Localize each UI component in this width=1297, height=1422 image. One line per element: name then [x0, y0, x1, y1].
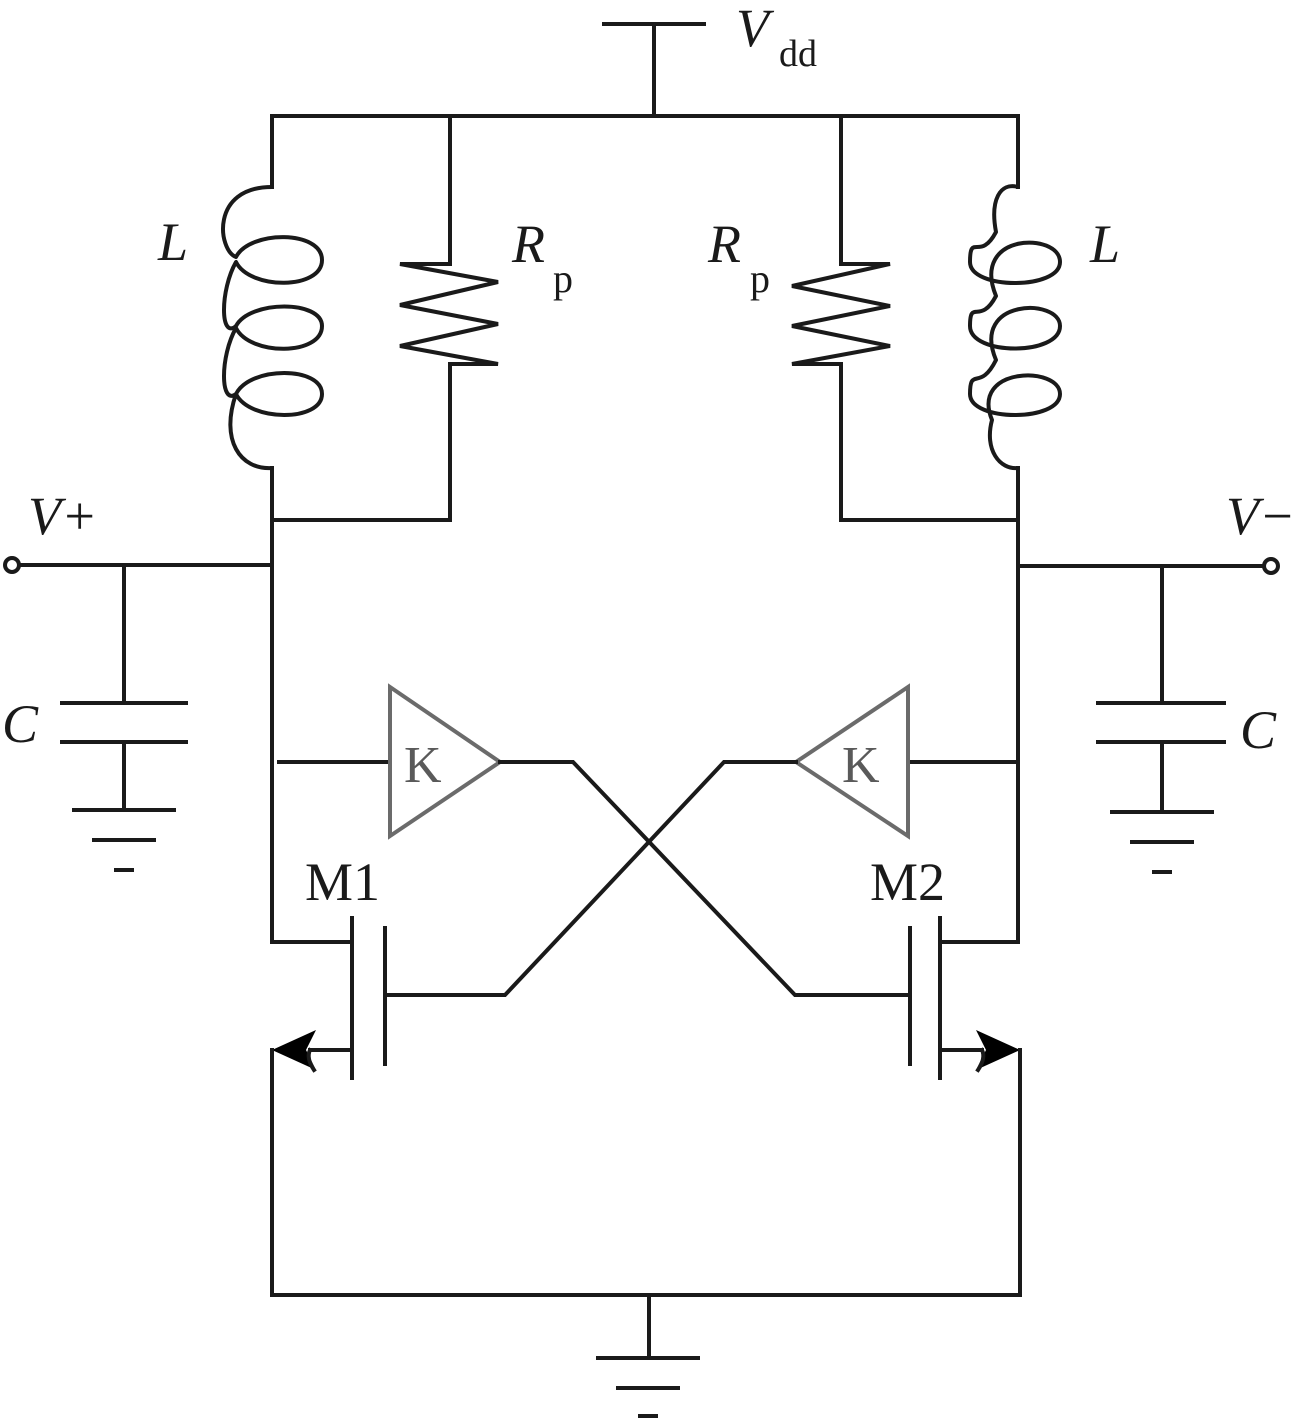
capacitor-right	[1096, 564, 1226, 812]
ground-left-cap	[72, 808, 176, 872]
cross-wire-right-to-m1	[383, 760, 798, 997]
amp-left-label: K	[404, 737, 442, 794]
transistor-m2	[908, 916, 1020, 1080]
terminal-vplus[interactable]	[3, 556, 21, 574]
top-rail	[270, 114, 1020, 189]
cross-wire-left-to-m2	[498, 760, 912, 997]
resistor-left-subscript: p	[553, 256, 573, 301]
resistor-right-subscript: p	[750, 256, 770, 301]
vminus-label: V−	[1226, 486, 1295, 546]
vdd-label: V	[736, 0, 775, 58]
ground-right-cap	[1110, 810, 1214, 874]
resistor-right-label: R	[707, 214, 741, 274]
m2-label: M2	[870, 852, 945, 912]
source-return-wire	[270, 1048, 1022, 1297]
cap-right-label: C	[1240, 700, 1277, 760]
terminal-vminus[interactable]	[1262, 557, 1280, 575]
amplifier-left	[388, 683, 504, 840]
vdd-supply	[602, 22, 706, 116]
ground-bottom	[596, 1293, 700, 1418]
inductor-right-label: L	[1089, 214, 1120, 274]
vplus-label: V+	[28, 486, 97, 546]
resistor-left-label: R	[511, 214, 545, 274]
amp-right-label: K	[842, 737, 880, 794]
transistor-m1	[270, 916, 387, 1080]
inductor-right	[968, 184, 1062, 522]
resistor-right	[791, 114, 891, 522]
inductor-left-label: L	[157, 212, 188, 272]
cap-left-label: C	[2, 694, 39, 754]
amplifier-right	[792, 683, 910, 840]
resistor-left	[399, 114, 499, 522]
m1-label: M1	[305, 852, 380, 912]
inductor-left	[221, 185, 324, 522]
vdd-subscript: dd	[779, 33, 817, 75]
capacitor-left	[60, 563, 188, 810]
